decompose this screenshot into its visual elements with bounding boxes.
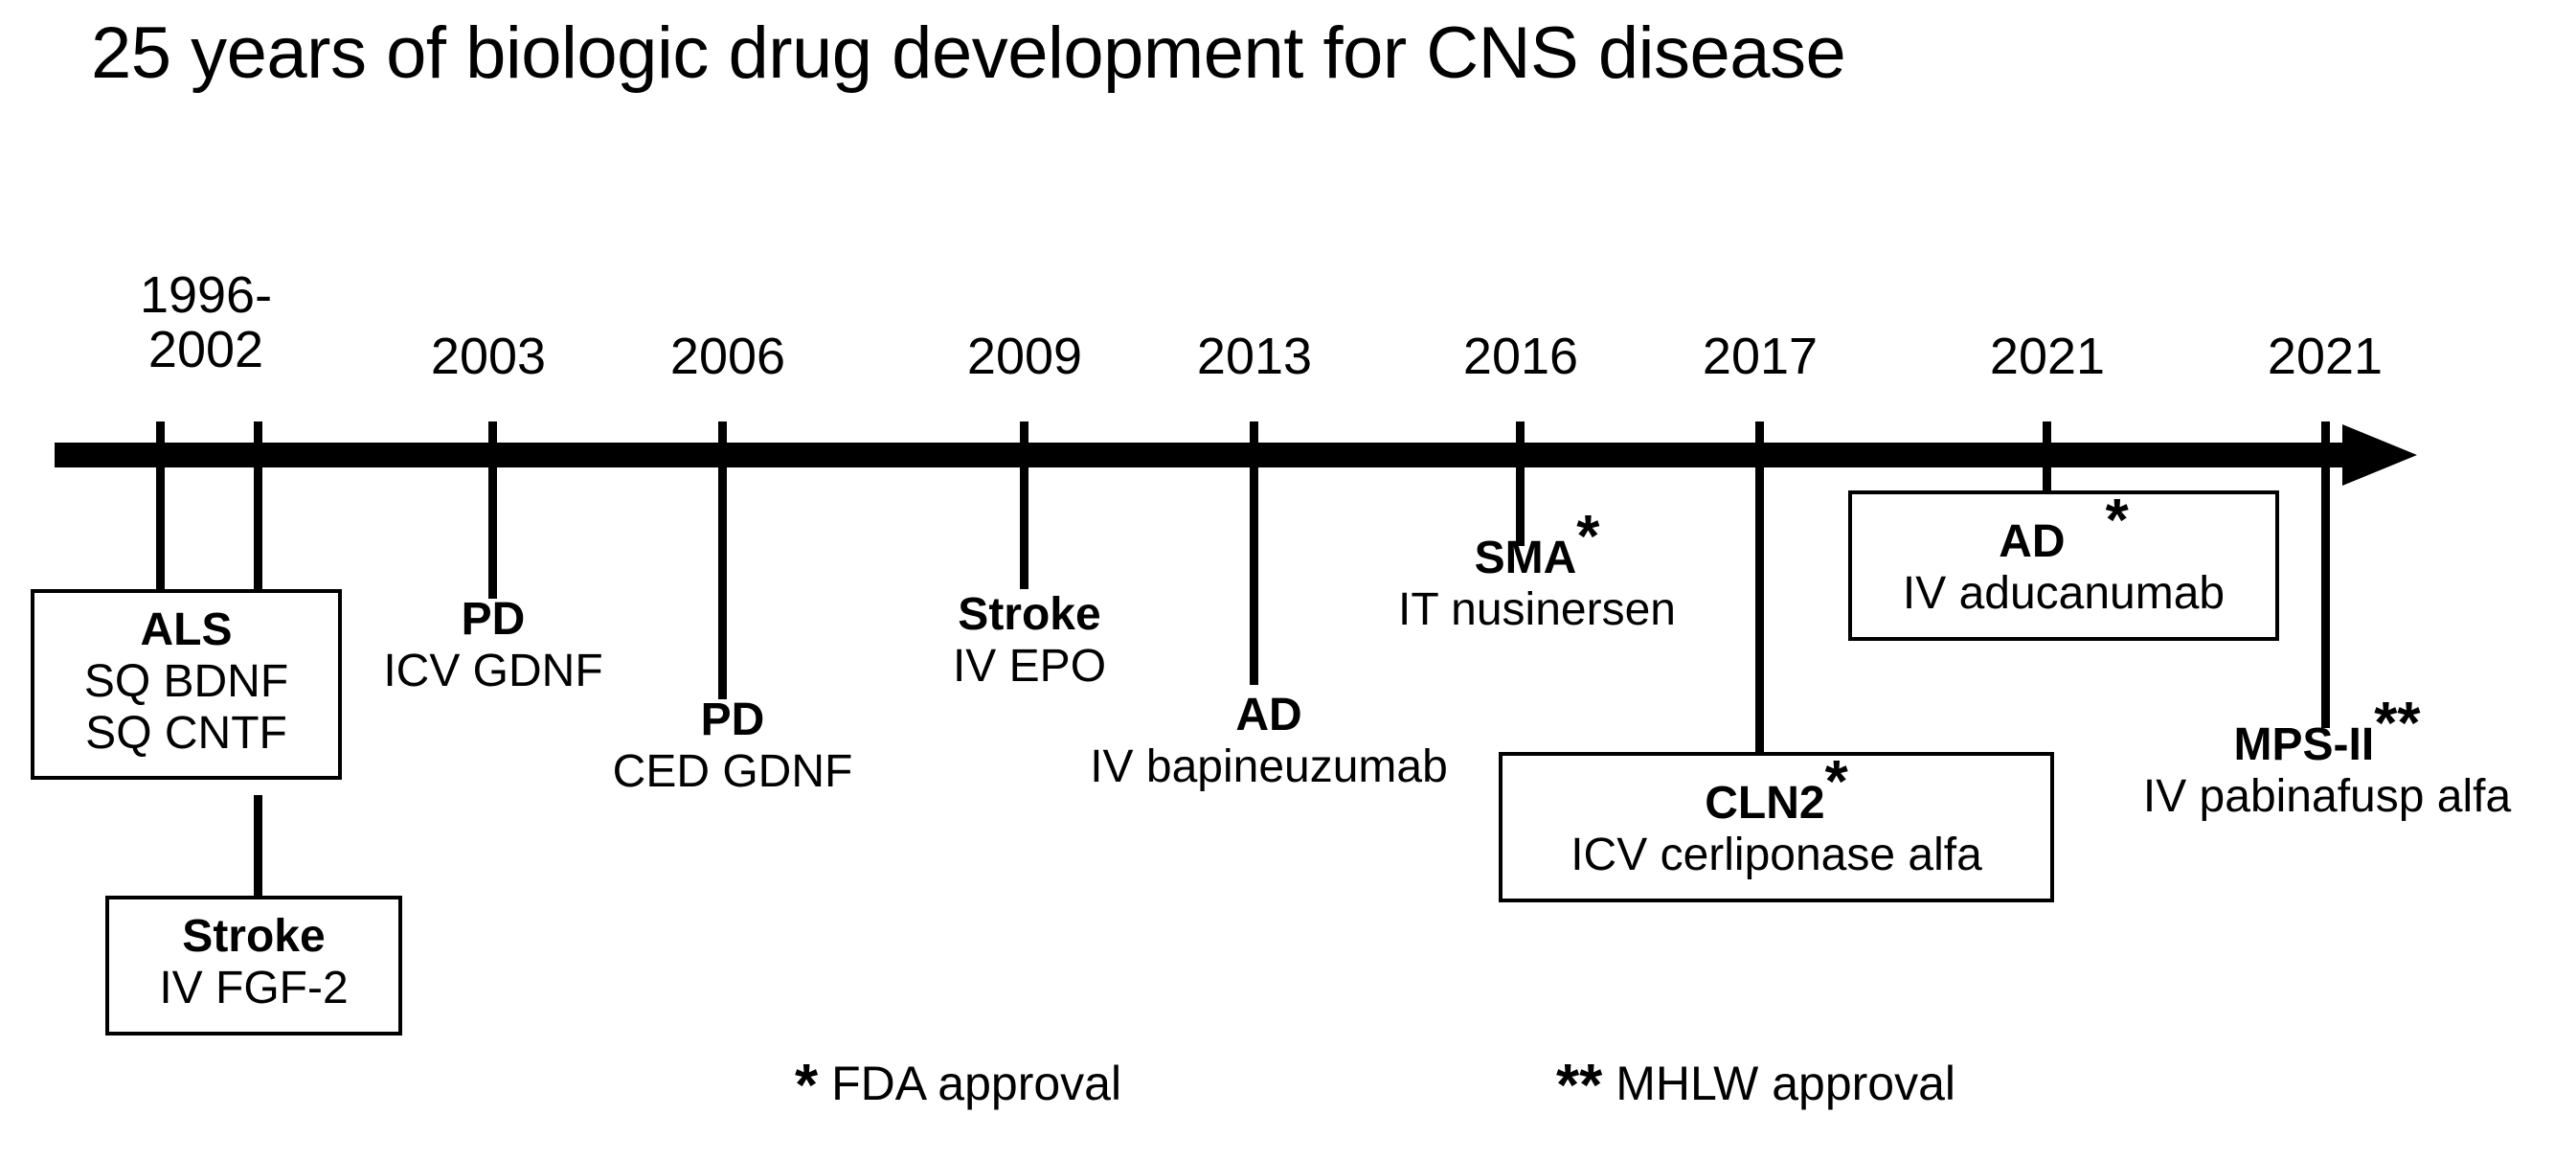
legend-fda-approval: *FDA approval xyxy=(795,1052,1121,1120)
tick-2013 xyxy=(1250,421,1258,685)
year-label-2003: 2003 xyxy=(430,328,547,385)
tick-2009 xyxy=(1020,421,1028,589)
fda-approval-marker: * xyxy=(1576,504,1600,570)
legend-mhlw-approval: **MHLW approval xyxy=(1556,1052,1955,1120)
event-treatment-label: IV pabinafusp alfa xyxy=(2142,770,2512,822)
legend-mhlw-text: MHLW approval xyxy=(1616,1057,1956,1110)
event-treatment-label: IT nusinersen xyxy=(1398,583,1676,635)
event-stroke-epo[interactable]: Stroke IV EPO xyxy=(886,589,1173,693)
year-label-1996-2002: 1996- 2002 xyxy=(96,268,316,376)
event-disease-label: MPS-II** xyxy=(2092,694,2562,771)
year-label-2017: 2017 xyxy=(1702,328,1819,385)
year-line-2: 2002 xyxy=(147,320,264,378)
timeline-axis-bar xyxy=(55,443,2357,467)
fda-approval-marker: * xyxy=(2105,488,2129,554)
event-disease-text: SMA xyxy=(1474,533,1577,583)
event-disease-text: CLN2 xyxy=(1705,778,1825,829)
year-label-2021-ad: 2021 xyxy=(1989,328,2106,385)
event-disease-label: PD xyxy=(461,594,526,645)
event-treatment-label: IV bapineuzumab xyxy=(1090,740,1448,792)
tick-2002 xyxy=(254,421,262,599)
event-disease-label: SMA* xyxy=(1326,508,1748,584)
timeline-arrow-icon xyxy=(2342,424,2417,486)
event-treatment-label: ICV GDNF xyxy=(383,645,603,696)
event-treatment-label: CED GDNF xyxy=(612,745,853,797)
asterisk-icon: * xyxy=(795,1053,819,1119)
event-ad-aducanumab[interactable]: AD * IV aducanumab xyxy=(1848,490,2279,641)
tick-2003 xyxy=(488,421,497,599)
event-sma-nusinersen[interactable]: SMA* IT nusinersen xyxy=(1326,508,1748,636)
year-label-2013: 2013 xyxy=(1196,328,1313,385)
event-treatment-label: IV FGF-2 xyxy=(159,962,349,1013)
year-label-2016: 2016 xyxy=(1462,328,1579,385)
event-pd-icv-gdnf[interactable]: PD ICV GDNF xyxy=(340,594,646,697)
tick-1996 xyxy=(156,421,165,594)
event-disease-text: MPS-II xyxy=(2233,719,2375,770)
page-title: 25 years of biologic drug development fo… xyxy=(91,12,1846,94)
year-label-2006: 2006 xyxy=(669,328,786,385)
tick-2017 xyxy=(1755,421,1764,752)
event-cln2-cerliponase[interactable]: CLN2* ICV cerliponase alfa xyxy=(1499,752,2054,902)
event-treatment-label: IV aducanumab xyxy=(1902,567,2226,619)
mhlw-approval-marker: ** xyxy=(2374,691,2421,757)
event-disease-text: AD xyxy=(1999,516,2066,567)
event-treatment-label: SQ BDNF xyxy=(83,655,289,707)
event-disease-label: CLN2* xyxy=(1503,753,2050,830)
year-label-2009: 2009 xyxy=(966,328,1083,385)
year-label-2021-mps: 2021 xyxy=(2267,328,2384,385)
event-disease-label: PD xyxy=(700,694,765,745)
event-treatment-label: IV EPO xyxy=(952,640,1107,692)
double-asterisk-icon: ** xyxy=(1556,1053,1603,1119)
connector-als-to-stroke xyxy=(254,795,262,900)
event-disease-label: AD xyxy=(1235,690,1302,740)
event-mps-ii-pabinafusp[interactable]: MPS-II** IV pabinafusp alfa xyxy=(2092,694,2562,823)
tick-2016 xyxy=(1516,421,1525,546)
tick-2021-mps xyxy=(2321,421,2330,728)
event-treatment-label: ICV cerliponase alfa xyxy=(1570,829,1982,880)
event-disease-label: ALS xyxy=(140,604,233,655)
event-disease-label: AD * xyxy=(1852,491,2275,568)
tick-2006 xyxy=(718,421,727,699)
event-disease-label: Stroke xyxy=(182,911,326,962)
fda-approval-marker: * xyxy=(1824,749,1848,815)
event-ad-bapineuzumab[interactable]: AD IV bapineuzumab xyxy=(1039,690,1499,793)
event-treatment-label-2: SQ CNTF xyxy=(85,707,287,759)
event-als[interactable]: ALS SQ BDNF SQ CNTF xyxy=(31,589,342,781)
event-stroke-fgf2[interactable]: Stroke IV FGF-2 xyxy=(105,896,402,1036)
legend-fda-text: FDA approval xyxy=(831,1057,1122,1110)
year-line-1: 1996- xyxy=(139,266,273,324)
event-disease-label: Stroke xyxy=(958,589,1101,640)
tick-2021-ad xyxy=(2043,421,2051,496)
event-pd-ced-gdnf[interactable]: PD CED GDNF xyxy=(575,694,891,798)
